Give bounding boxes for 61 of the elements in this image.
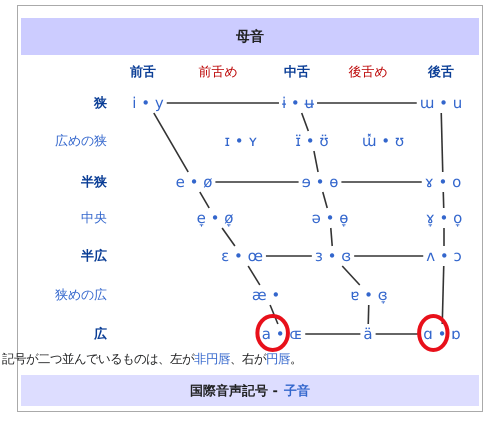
connector-line bbox=[166, 102, 279, 104]
row-header: 狭 bbox=[94, 95, 107, 112]
column-header: 前舌め bbox=[198, 64, 238, 81]
vowel-symbols: ɑ • ɒ bbox=[422, 325, 462, 343]
connector-line bbox=[305, 333, 360, 335]
connector-line bbox=[354, 255, 424, 257]
vowel-symbols: ə • ɵ̞ bbox=[310, 209, 350, 227]
table-title: 母音 bbox=[236, 28, 264, 46]
column-header: 前舌 bbox=[130, 64, 156, 81]
vowel-symbols: i • y bbox=[131, 94, 165, 112]
column-header: 中舌 bbox=[284, 64, 310, 81]
connector-line bbox=[313, 150, 319, 172]
connector-line bbox=[376, 333, 420, 335]
column-header: 後舌め bbox=[348, 64, 388, 81]
row-header: 中央 bbox=[81, 210, 107, 227]
connector-line bbox=[215, 181, 299, 183]
connector-line bbox=[440, 112, 444, 172]
vowel-symbols: ɯ • u bbox=[418, 94, 464, 112]
link: 子音 bbox=[284, 382, 310, 400]
connector-line bbox=[317, 102, 417, 104]
vowel-symbols: ɘ • ɵ bbox=[300, 173, 340, 191]
row-header: 広 bbox=[94, 326, 107, 343]
connector-line bbox=[153, 112, 189, 172]
connector-line bbox=[300, 112, 310, 132]
row-header: 狭めの広 bbox=[55, 287, 107, 304]
connector-line bbox=[441, 266, 445, 324]
row-header: 広めの狭 bbox=[55, 133, 107, 150]
vowel-symbols: ɯ̽ • ʊ bbox=[360, 132, 406, 150]
connector-line bbox=[221, 228, 236, 246]
note-text: 記号が二つ並んでいるものは、左が非円唇、右が円唇。 bbox=[2, 351, 302, 368]
vowel-symbols: ɐ • ɞ̞ bbox=[349, 286, 389, 304]
vowel-symbols: ɤ • o bbox=[424, 173, 462, 191]
connector-line bbox=[341, 181, 422, 183]
connector-line bbox=[322, 192, 328, 208]
vowel-symbols: ɜ • ɞ bbox=[314, 247, 352, 265]
connector-line bbox=[330, 228, 333, 246]
link: 円唇 bbox=[266, 351, 290, 366]
connector-line bbox=[342, 265, 360, 286]
vowel-symbols: ɨ • ʉ bbox=[280, 94, 316, 112]
connector-line bbox=[443, 228, 445, 246]
vowel-symbols: æ • bbox=[250, 286, 282, 304]
vowel-symbols: ä bbox=[362, 325, 374, 343]
vowel-symbols: a • ɶ bbox=[260, 325, 304, 343]
connector-line bbox=[269, 304, 279, 324]
vowel-symbols: e • ø bbox=[174, 173, 214, 191]
vowel-symbols: ɪ̈ • ʊ̈ bbox=[294, 132, 330, 150]
column-header: 後舌 bbox=[428, 64, 454, 81]
connector-line bbox=[367, 304, 370, 324]
row-header: 半広 bbox=[81, 248, 107, 265]
connector-line bbox=[199, 192, 210, 208]
vowel-symbols: ʌ • ɔ bbox=[425, 247, 463, 265]
vowel-symbols: ɛ • œ bbox=[220, 247, 264, 265]
row-header: 半狭 bbox=[81, 174, 107, 191]
connector-line bbox=[442, 192, 445, 208]
vowel-symbols: e̞ • ø̞ bbox=[196, 209, 234, 227]
connector-line bbox=[266, 255, 312, 257]
vowel-symbols: ɪ • ʏ bbox=[223, 132, 259, 150]
footer-text: 国際音声記号 - bbox=[190, 382, 278, 400]
connector-line bbox=[247, 266, 261, 286]
link: 非円唇 bbox=[194, 351, 230, 366]
vowel-symbols: ɤ̞ • o̞ bbox=[424, 209, 464, 227]
